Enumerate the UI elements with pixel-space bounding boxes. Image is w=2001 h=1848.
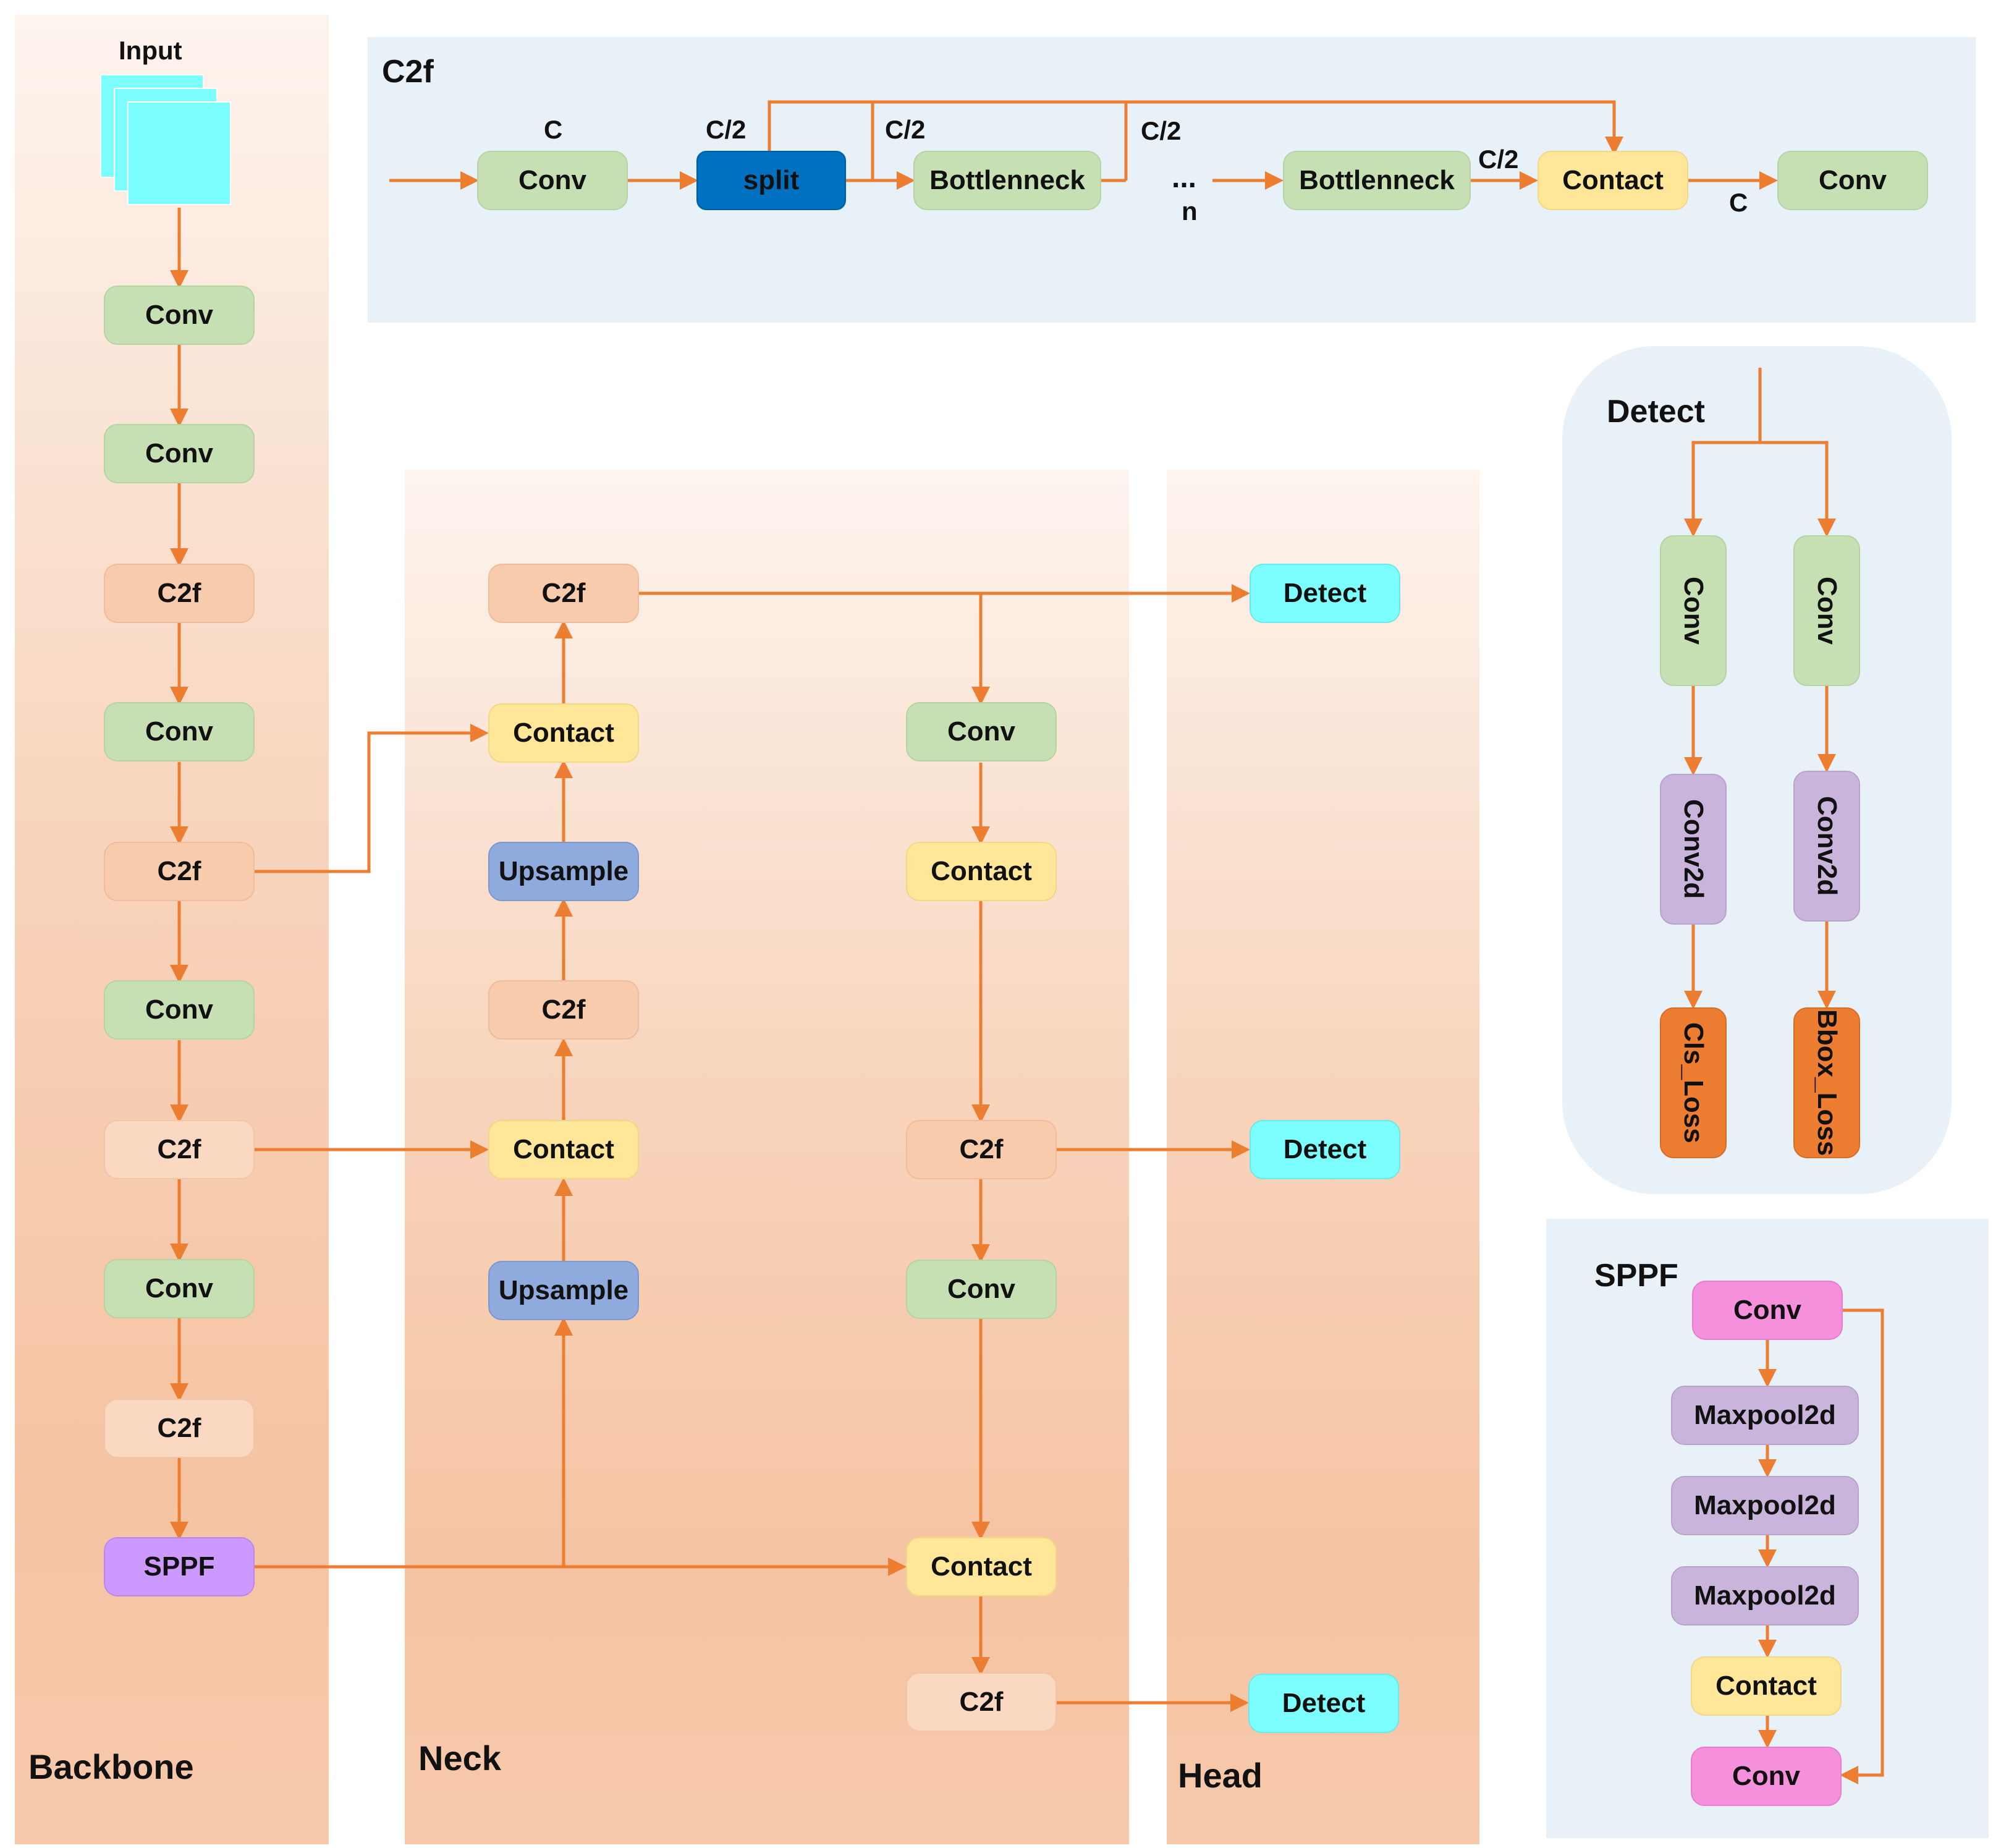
head-detect-3: Detect [1248,1674,1399,1733]
head-detect-2: Detect [1250,1120,1400,1179]
backbone-conv-5: Conv [104,1259,255,1318]
neck-c2f-right: C2f [906,1120,1057,1179]
detect-module-conv-left: Conv [1660,535,1727,686]
c2f-ellipsis: ... [1172,161,1197,194]
neck-contact-1: Contact [488,703,639,763]
sppf-module-maxpool-3: Maxpool2d [1671,1566,1859,1625]
backbone-conv-3: Conv [104,702,255,761]
backbone-c2f-1: C2f [104,564,255,623]
sppf-module-maxpool-1: Maxpool2d [1671,1386,1859,1445]
detect-module-conv2d-right: Conv2d [1793,771,1860,922]
detect-module-conv-right: Conv [1793,535,1860,686]
neck-upsample-2: Upsample [488,1261,639,1320]
backbone-c2f-2: C2f [104,842,255,901]
neck-c2f-bottom: C2f [906,1672,1057,1732]
sppf-module-title: SPPF [1594,1258,1678,1294]
c2f-module-bottleneck-2: Bottlenneck [1283,151,1471,210]
sppf-module-maxpool-2: Maxpool2d [1671,1476,1859,1535]
detect-module-cls-loss: Cls_Loss [1660,1007,1727,1158]
c2f-module-conv-in: Conv [477,151,628,210]
detect-module-title: Detect [1607,394,1705,430]
neck-upsample-1: Upsample [488,842,639,901]
sppf-module-conv-out: Conv [1691,1747,1842,1806]
c2f-module-title: C2f [382,54,434,90]
backbone-conv-4: Conv [104,980,255,1040]
backbone-title: Backbone [28,1747,194,1786]
c2f-module-split: split [696,151,846,210]
backbone-c2f-4: C2f [104,1399,255,1458]
head-detect-1: Detect [1250,564,1400,623]
c2f-label-c-out: C [1729,188,1748,217]
sppf-module-contact: Contact [1691,1656,1842,1716]
c2f-label-b1: C/2 [885,115,926,144]
c2f-n-label: n [1182,197,1198,226]
detect-module-conv2d-left: Conv2d [1660,774,1727,925]
neck-contact-2: Contact [488,1120,639,1179]
neck-conv-2: Conv [906,1260,1057,1319]
neck-conv-1: Conv [906,702,1057,761]
neck-title: Neck [418,1739,501,1778]
backbone-conv-1: Conv [104,286,255,345]
detect-module-panel [1562,346,1952,1194]
head-title: Head [1178,1756,1263,1795]
c2f-label-contact-in: C/2 [1478,145,1519,174]
c2f-label-b2: C/2 [1141,116,1182,145]
neck-contact-4: Contact [906,1537,1057,1596]
input-label: Input [119,36,182,65]
neck-c2f-mid: C2f [488,980,639,1040]
neck-contact-3: Contact [906,842,1057,901]
backbone-conv-2: Conv [104,424,255,483]
detect-module-bbox-loss: Bbox_Loss [1793,1007,1860,1158]
backbone-c2f-3: C2f [104,1120,255,1179]
c2f-module-bottleneck-1: Bottlenneck [913,151,1101,210]
c2f-module-contact: Contact [1538,151,1688,210]
c2f-label-split: C/2 [706,115,747,144]
neck-c2f-top: C2f [488,564,639,623]
sppf-module-conv-in: Conv [1692,1281,1843,1340]
c2f-module-conv-out: Conv [1777,151,1928,210]
backbone-sppf: SPPF [104,1537,255,1596]
c2f-label-c-in: C [544,115,563,144]
